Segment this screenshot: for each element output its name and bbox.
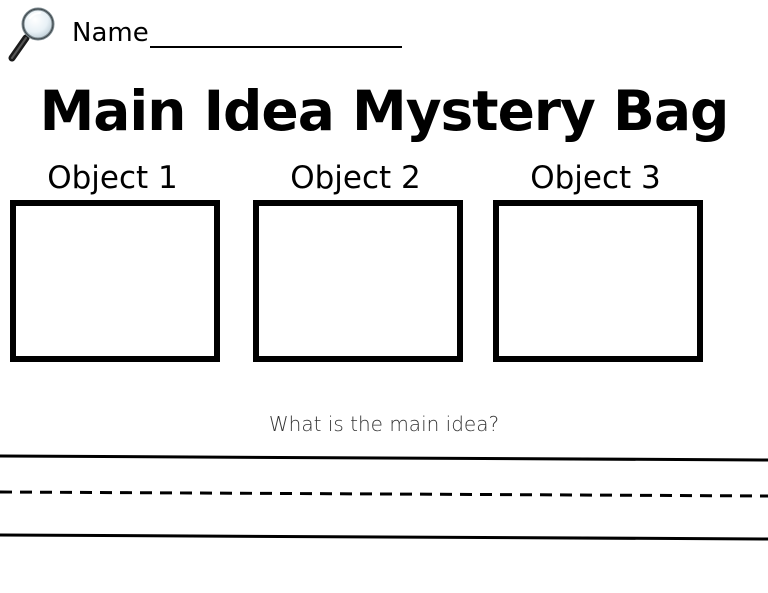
object-3-box (493, 200, 703, 362)
object-1-box (10, 200, 220, 362)
magnifying-glass-icon (8, 7, 55, 62)
object-2-box (253, 200, 463, 362)
object-3-label: Object 3 (530, 160, 661, 196)
name-writing-line[interactable] (150, 46, 402, 48)
object-1-label: Object 1 (47, 160, 178, 196)
handwriting-lines (0, 454, 768, 541)
worksheet-title: Main Idea Mystery Bag (39, 79, 730, 143)
writing-line-top (0, 454, 768, 462)
main-idea-question: What is the main idea? (268, 412, 500, 436)
name-label: Name (72, 18, 149, 48)
writing-line-bottom (0, 533, 768, 541)
writing-line-middle-dashed (0, 490, 768, 498)
object-2-label: Object 2 (290, 160, 421, 196)
